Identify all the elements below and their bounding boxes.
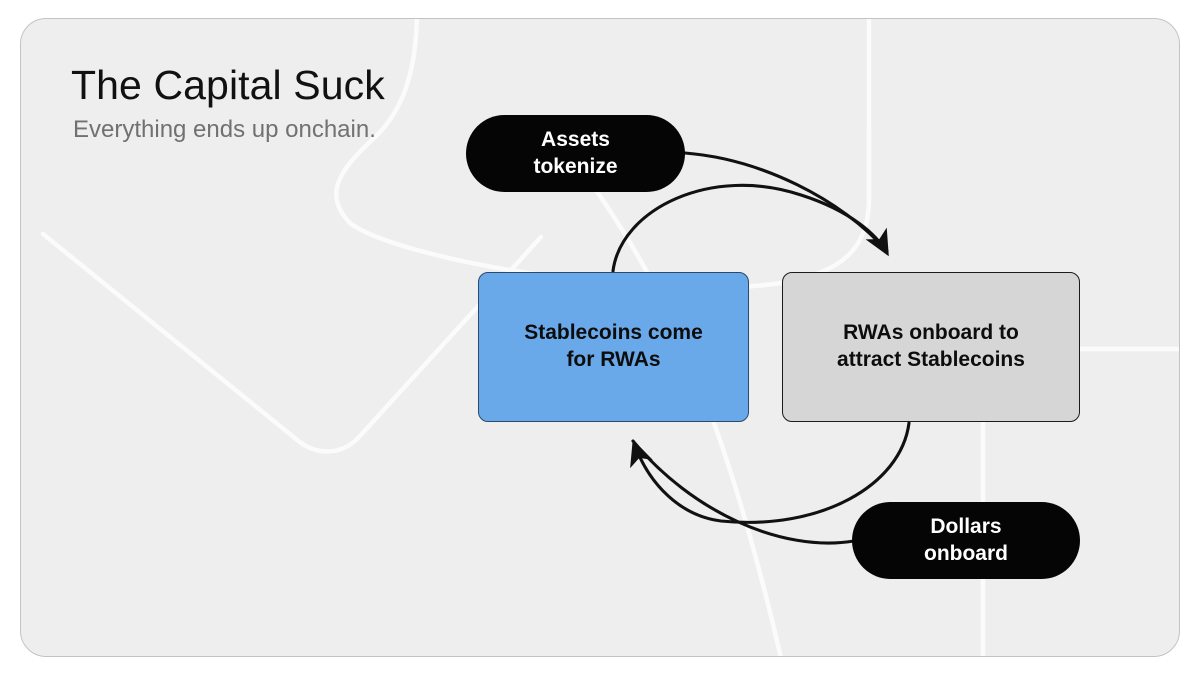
node-stablecoins-label: Stablecoins come for RWAs	[479, 320, 748, 374]
node-assets-tokenize-line1: Assets	[541, 128, 610, 152]
content-card: The Capital Suck Everything ends up onch…	[20, 18, 1180, 657]
decor-line-bottom-v	[40, 231, 544, 454]
decor-line-upper-right-riser	[778, 19, 872, 286]
arrow-stablecoins-to-rwas	[611, 183, 889, 273]
node-dollars-line1: Dollars	[930, 515, 1002, 539]
node-assets-tokenize-line2: tokenize	[533, 154, 618, 178]
page-title: The Capital Suck	[71, 62, 385, 108]
connector-dollars-onboard	[631, 439, 856, 545]
arrow-rwas-to-stablecoins	[630, 421, 911, 524]
heading-block: The Capital Suck Everything ends up onch…	[71, 61, 591, 146]
node-rwas-line1: RWAs onboard to	[843, 321, 1019, 345]
node-rwas-line2: attract Stablecoins	[837, 348, 1025, 371]
node-rwas-label: RWAs onboard to attract Stablecoins	[783, 320, 1079, 374]
node-dollars-line2: onboard	[924, 541, 1008, 565]
node-stablecoins-line2: for RWAs	[566, 348, 661, 371]
node-stablecoins-come-for-rwas[interactable]: Stablecoins come for RWAs	[478, 272, 749, 422]
node-stablecoins-line1: Stablecoins come	[524, 321, 703, 345]
page-subtitle: Everything ends up onchain.	[73, 116, 376, 144]
connector-assets-tokenize	[683, 151, 889, 253]
node-rwas-onboard[interactable]: RWAs onboard to attract Stablecoins	[782, 272, 1080, 422]
